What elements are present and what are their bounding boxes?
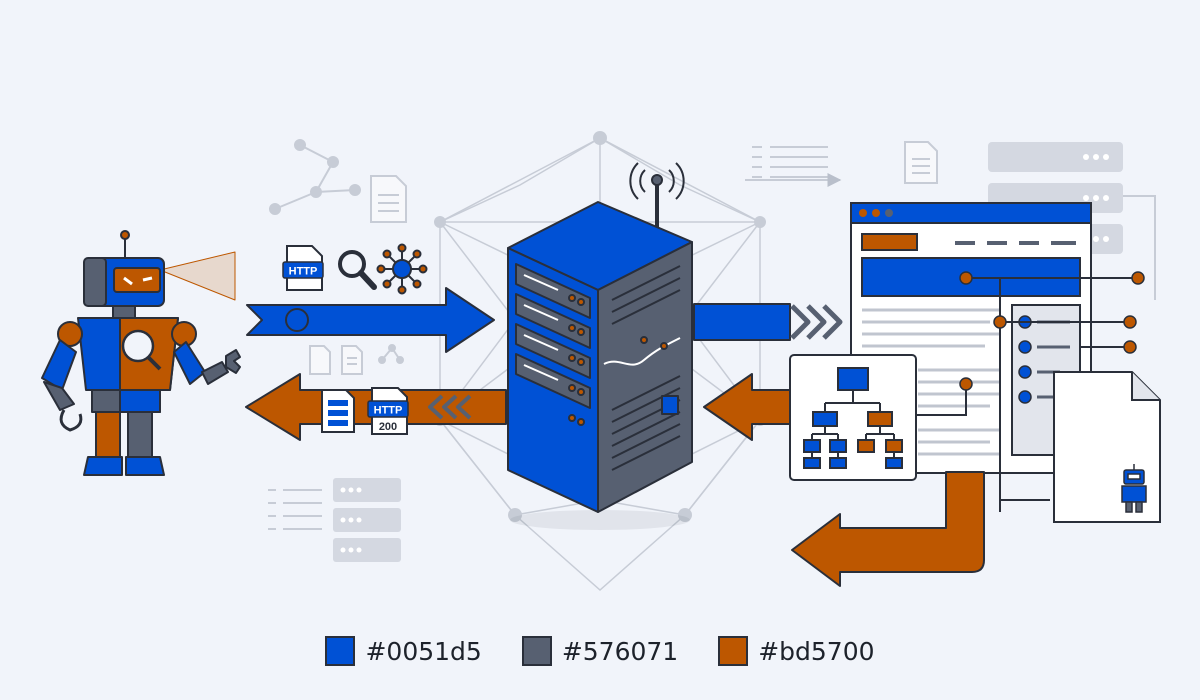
http-label: HTTP <box>289 266 318 278</box>
link-nodes <box>959 271 1145 391</box>
list-lines-icon <box>745 146 842 187</box>
legend-item-orange: #bd5700 <box>718 636 875 666</box>
network-node-icon <box>376 243 428 295</box>
fetch-arrow <box>693 303 843 341</box>
status-code-label: 200 <box>379 421 397 433</box>
legend-swatch <box>718 636 749 666</box>
return-arrow <box>791 471 985 587</box>
link-connectors <box>912 277 1138 501</box>
http-label: HTTP <box>374 405 403 417</box>
request-arrow <box>246 287 495 353</box>
document-icon <box>904 141 938 184</box>
graph-icon-top-left <box>269 139 361 215</box>
document-icon <box>321 389 355 433</box>
robots-file-icon <box>1053 371 1161 523</box>
server-rack-icon <box>268 478 401 562</box>
legend-item-gray: #576071 <box>521 636 679 666</box>
legend-swatch <box>325 636 356 666</box>
color-legend: #0051d5 #576071 #bd5700 <box>0 624 1200 678</box>
faded-graph-icon <box>378 344 404 364</box>
crawler-robot <box>41 230 241 476</box>
legend-label: #0051d5 <box>365 636 482 666</box>
legend-label: #576071 <box>561 636 679 666</box>
document-icon <box>370 175 407 223</box>
legend-swatch <box>521 636 552 666</box>
http-file-icon: HTTP <box>282 245 324 291</box>
sitemap-tree <box>789 354 917 481</box>
http-200-file-icon: HTTP 200 <box>367 387 409 435</box>
web-server <box>507 162 693 530</box>
parse-arrow <box>703 373 793 441</box>
legend-label: #bd5700 <box>758 636 875 666</box>
legend-item-blue: #0051d5 <box>325 636 482 666</box>
network-nodes <box>434 131 766 522</box>
magnifier-icon <box>338 250 377 290</box>
faded-document-icons <box>309 345 363 375</box>
